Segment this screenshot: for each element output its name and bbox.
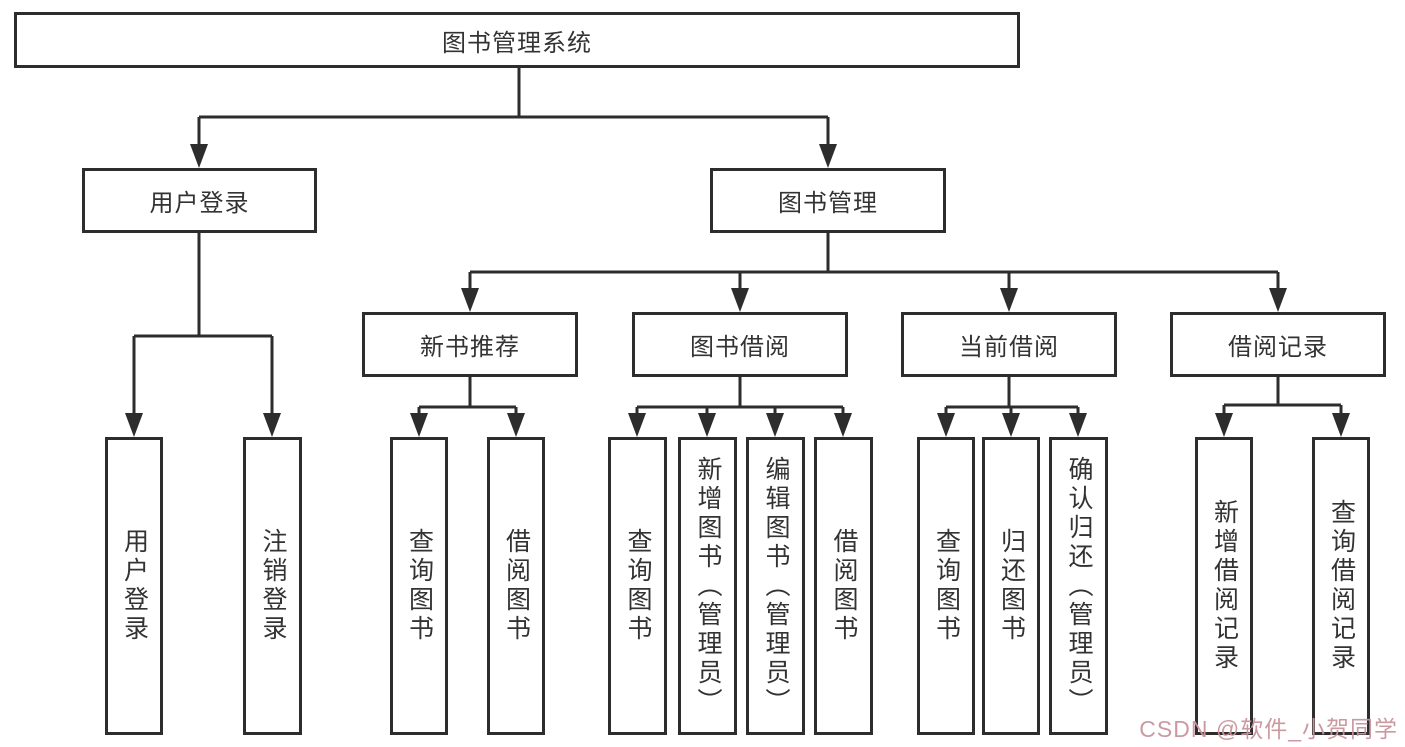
node-current-borrow: 当前借阅	[901, 312, 1117, 377]
arrowhead	[698, 413, 716, 437]
leaf-label: 新增图书（管理员）	[694, 455, 722, 717]
leaf-label: 用户登录	[120, 528, 149, 644]
leaf-logout: 注销登录	[243, 437, 302, 735]
arrowhead	[1000, 288, 1018, 312]
leaf-query-borrow-record: 查询借阅记录	[1312, 437, 1370, 735]
leaf-query-book-current: 查询图书	[917, 437, 975, 735]
node-book-borrow: 图书借阅	[632, 312, 848, 377]
leaf-label: 确认归还（管理员）	[1065, 455, 1093, 717]
arrowhead	[1332, 413, 1350, 437]
arrowhead	[1002, 413, 1020, 437]
leaf-label: 查询借阅记录	[1327, 499, 1356, 673]
leaf-label: 编辑图书（管理员）	[762, 455, 790, 717]
arrowhead	[731, 288, 749, 312]
arrowhead	[766, 413, 784, 437]
node-label: 图书借阅	[690, 334, 790, 361]
arrowhead	[1269, 288, 1287, 312]
arrowhead	[937, 413, 955, 437]
arrowhead	[461, 288, 479, 312]
leaf-return-book: 归还图书	[982, 437, 1040, 735]
leaf-borrow-book: 借阅图书	[814, 437, 873, 735]
leaf-label: 注销登录	[259, 528, 287, 644]
arrowhead	[819, 144, 837, 168]
leaf-label: 新增借阅记录	[1210, 499, 1239, 673]
leaf-edit-book-admin: 编辑图书（管理员）	[746, 437, 805, 735]
node-new-book-recommend: 新书推荐	[362, 312, 578, 377]
node-label: 图书管理	[778, 190, 878, 217]
leaf-add-borrow-record: 新增借阅记录	[1195, 437, 1253, 735]
node-borrow-records: 借阅记录	[1170, 312, 1386, 377]
leaf-add-book-admin: 新增图书（管理员）	[678, 437, 737, 735]
arrowhead	[1215, 413, 1233, 437]
node-book-management: 图书管理	[710, 168, 946, 233]
leaf-label: 借阅图书	[502, 528, 531, 644]
leaf-user-login: 用户登录	[105, 437, 163, 735]
arrowhead	[507, 413, 525, 437]
node-root: 图书管理系统	[14, 12, 1020, 68]
arrowhead	[1069, 413, 1087, 437]
node-label: 新书推荐	[420, 334, 520, 361]
leaf-label: 借阅图书	[830, 528, 858, 644]
arrowhead	[263, 413, 281, 437]
arrowhead	[410, 413, 428, 437]
node-label: 用户登录	[149, 190, 250, 217]
leaf-confirm-return-admin: 确认归还（管理员）	[1049, 437, 1108, 735]
arrowhead	[190, 144, 208, 168]
leaf-query-book-recommend: 查询图书	[390, 437, 448, 735]
leaf-label: 查询图书	[932, 528, 961, 644]
leaf-query-book-borrow: 查询图书	[608, 437, 667, 735]
csdn-watermark: CSDN @软件_小贺同学	[1139, 716, 1398, 742]
leaf-label: 查询图书	[624, 528, 652, 644]
node-user-login: 用户登录	[82, 168, 317, 233]
leaf-label: 归还图书	[997, 528, 1026, 644]
leaf-borrow-book-recommend: 借阅图书	[487, 437, 545, 735]
node-label: 当前借阅	[959, 334, 1059, 361]
arrowhead	[628, 413, 646, 437]
leaf-label: 查询图书	[405, 528, 434, 644]
node-label: 借阅记录	[1228, 334, 1328, 361]
node-root-label: 图书管理系统	[442, 29, 592, 57]
arrowhead	[125, 413, 143, 437]
arrowhead	[834, 413, 852, 437]
